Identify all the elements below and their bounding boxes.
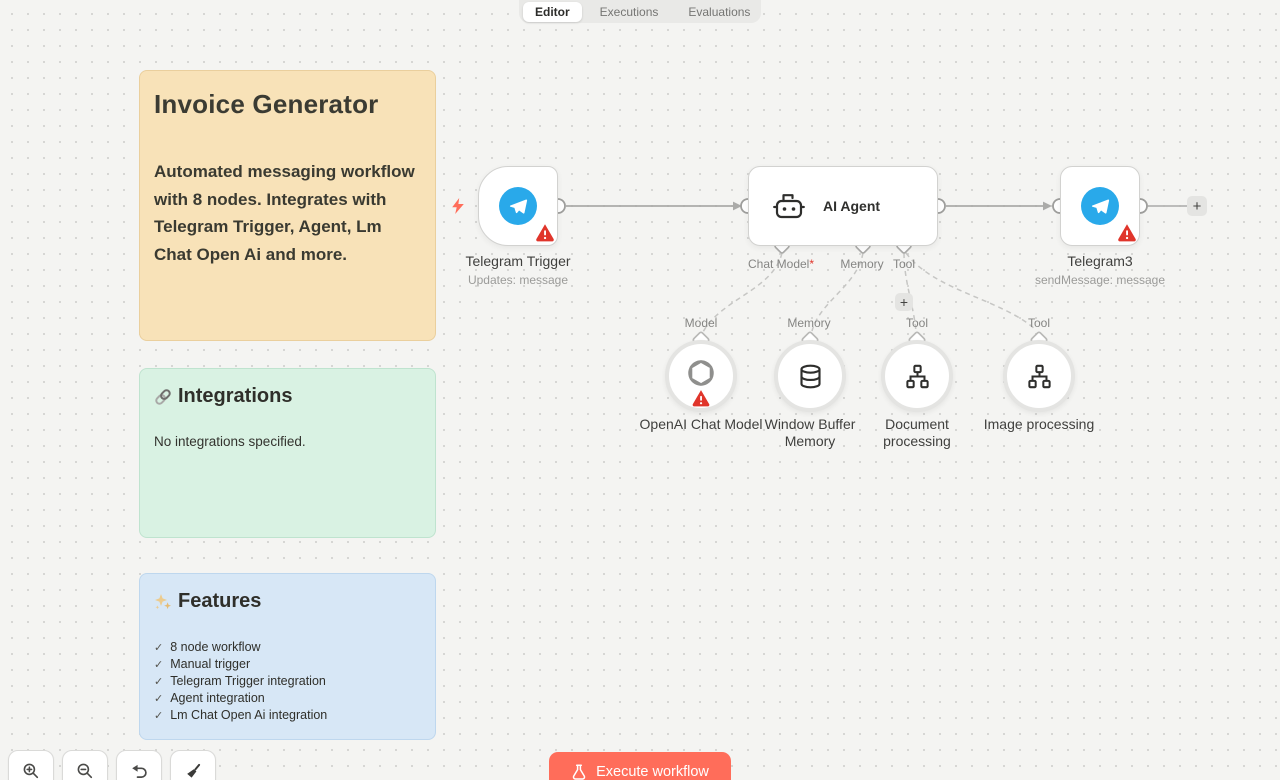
sticky-note-features[interactable]: Features ✓ 8 node workflow ✓ Manual trigge… [139, 573, 436, 740]
port-label-chat-model: Chat Model* [747, 257, 815, 271]
note-features-title: Features [178, 590, 262, 612]
feature-item-label: 8 node workflow [170, 640, 261, 654]
check-icon: ✓ [154, 693, 164, 705]
connection-tool-to-document[interactable] [903, 252, 917, 333]
arrowhead-into-telegram3 [1043, 201, 1052, 211]
port-label-memory: Memory [840, 257, 884, 271]
sticky-note-integrations[interactable]: Integrations No integrations specified. [139, 368, 436, 538]
note-integrations-title: Integrations [178, 385, 293, 407]
node-document-processing[interactable] [881, 340, 953, 412]
tab-executions[interactable]: Executions [599, 4, 659, 19]
note-features-heading: Features [154, 590, 421, 613]
broom-icon [187, 763, 201, 778]
robot-icon [773, 194, 805, 219]
node-ai-agent[interactable]: AI Agent [748, 166, 938, 246]
node-title-ai-agent: AI Agent [823, 198, 881, 214]
required-marker: * [809, 257, 815, 271]
feature-item-label: Lm Chat Open Ai integration [170, 708, 328, 722]
telegram-icon [499, 187, 537, 225]
arrowhead-into-agent [733, 201, 742, 211]
feature-item: ✓ Telegram Trigger integration [154, 673, 421, 690]
zoom-in-button[interactable] [8, 750, 54, 780]
undo-button[interactable] [116, 750, 162, 780]
flask-icon [572, 764, 586, 780]
port-label-tool-img: Tool [1027, 316, 1051, 330]
tab-evaluations[interactable]: Evaluations [688, 4, 751, 19]
node-label-telegram-trigger: Telegram Trigger [465, 253, 571, 269]
port-label-tool: Tool [892, 257, 916, 271]
port-label-model: Model [684, 316, 718, 330]
telegram-icon [1081, 187, 1119, 225]
feature-item-label: Telegram Trigger integration [170, 674, 326, 688]
port-label-tool-doc: Tool [905, 316, 929, 330]
zoom-out-button[interactable] [62, 750, 108, 780]
check-icon: ✓ [154, 659, 164, 671]
database-icon [799, 364, 821, 388]
execute-workflow-button[interactable]: Execute workflow [549, 752, 731, 780]
check-icon: ✓ [154, 676, 164, 688]
workflow-tool-icon [1027, 364, 1051, 388]
workflow-tool-icon [905, 364, 929, 388]
check-icon: ✓ [154, 710, 164, 722]
undo-icon [132, 764, 147, 778]
feature-item: ✓ Manual trigger [154, 656, 421, 673]
add-tool-button[interactable]: + [895, 293, 913, 311]
tidy-up-button[interactable] [170, 750, 216, 780]
node-window-buffer-memory[interactable] [774, 340, 846, 412]
features-list: ✓ 8 node workflow ✓ Manual trigger ✓ Telegr… [154, 639, 421, 724]
note-overview-title: Invoice Generator [154, 89, 379, 119]
note-integrations-body: No integrations specified. [154, 434, 306, 449]
tab-editor[interactable]: Editor [523, 1, 582, 22]
execute-workflow-label: Execute workflow [596, 764, 709, 780]
node-label-image-processing: Image processing [983, 416, 1095, 432]
feature-item-label: Agent integration [170, 691, 265, 705]
node-openai-chat-model[interactable] [665, 340, 737, 412]
trigger-bolt-icon [452, 198, 464, 214]
node-label-openai: OpenAI Chat Model [639, 416, 763, 432]
connection-tool-to-image[interactable] [905, 252, 1037, 331]
feature-item: ✓ Lm Chat Open Ai integration [154, 707, 421, 724]
note-integrations-heading: Integrations [154, 385, 421, 408]
node-subtitle-telegram3: sendMessage: message [1034, 273, 1166, 287]
connection-memory-to-buffer[interactable] [811, 252, 864, 332]
node-telegram3[interactable] [1060, 166, 1140, 246]
openai-icon [688, 360, 714, 386]
port-label-memory-sub: Memory [787, 316, 831, 330]
node-telegram-trigger[interactable] [478, 166, 558, 246]
feature-item-label: Manual trigger [170, 657, 251, 671]
zoom-in-icon [23, 763, 39, 779]
warning-icon [1118, 224, 1136, 242]
link-icon [155, 388, 171, 405]
zoom-out-icon [77, 763, 93, 779]
sparkles-icon [155, 593, 171, 609]
feature-item: ✓ Agent integration [154, 690, 421, 707]
node-image-processing[interactable] [1003, 340, 1075, 412]
note-overview-body: Automated messaging workflow with 8 node… [154, 162, 415, 264]
connection-chatmodel-to-openai[interactable] [702, 252, 783, 333]
node-label-buffer-memory: Window Buffer Memory [764, 416, 856, 449]
node-subtitle-telegram-trigger: Updates: message [467, 273, 569, 287]
warning-icon [692, 390, 710, 407]
check-icon: ✓ [154, 642, 164, 654]
node-label-document-processing: Document processing [883, 416, 951, 449]
node-label-telegram3: Telegram3 [1067, 253, 1133, 269]
view-tabbar: Editor Executions Evaluations [519, 0, 761, 23]
sticky-note-overview[interactable]: Invoice Generator Automated messaging wo… [139, 70, 436, 341]
add-node-button[interactable]: + [1187, 196, 1207, 216]
warning-icon [536, 224, 554, 242]
feature-item: ✓ 8 node workflow [154, 639, 421, 656]
